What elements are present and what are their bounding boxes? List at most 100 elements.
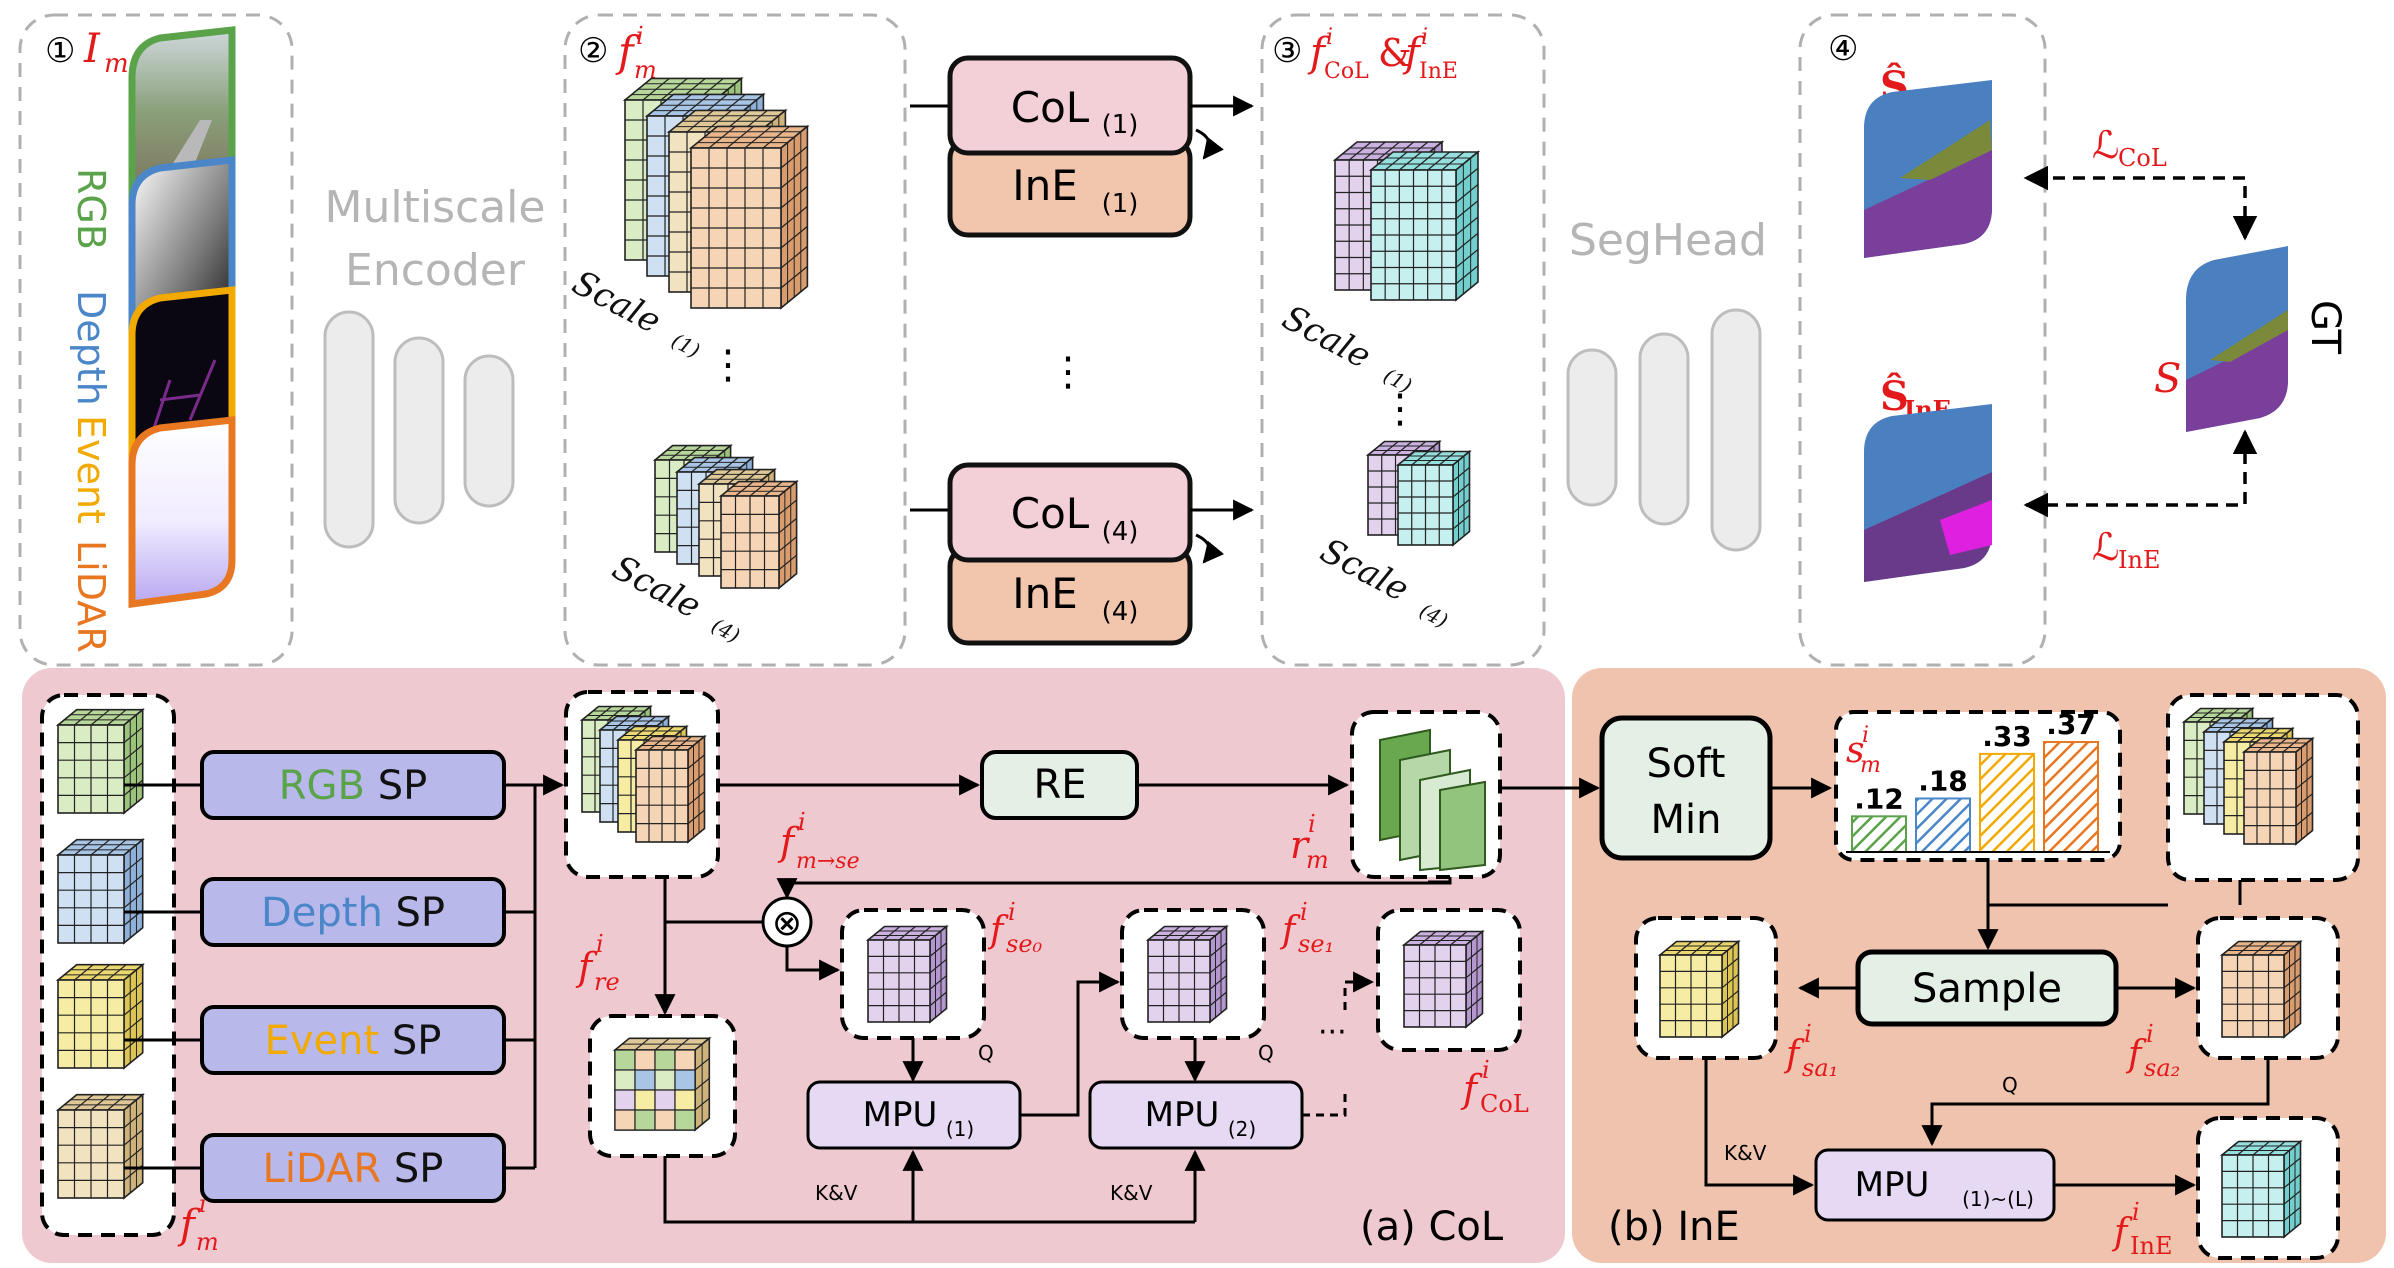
svg-text:(1): (1) <box>946 1117 974 1141</box>
svg-text:(1): (1) <box>668 328 704 362</box>
input-images-box <box>18 13 294 667</box>
score-bar <box>1979 752 2035 854</box>
sp-box-depth <box>200 877 506 947</box>
svg-text:Sample: Sample <box>1912 966 2062 1012</box>
encoder-label-line2: Encoder <box>345 245 526 296</box>
svg-text:Q: Q <box>978 1041 994 1065</box>
encoder-stage-2 <box>393 336 445 525</box>
score-bar-label: .33 <box>1982 720 2032 753</box>
sp-box-rgb <box>200 750 506 820</box>
ine-feature-cubes <box>2181 706 2315 846</box>
sp-box-lidar <box>200 1133 506 1203</box>
svg-text:i: i <box>1804 1020 1812 1048</box>
seghead-stage-1 <box>1566 348 1618 507</box>
s-m-label: s <box>1846 730 1864 771</box>
sp-label-depth: Depth SP <box>261 890 445 936</box>
svg-text:i: i <box>636 22 644 50</box>
refined-features-box <box>1260 13 1546 667</box>
feature-cube-purple <box>865 924 949 1024</box>
svg-text:Q: Q <box>1258 1041 1274 1065</box>
f-se0-cube <box>865 924 949 1024</box>
f-re-cube <box>612 1036 712 1132</box>
feature-cube-green <box>55 708 145 815</box>
score-bar <box>2043 741 2099 853</box>
svg-text:i: i <box>199 1190 207 1218</box>
svg-text:(1)~(L): (1)~(L) <box>1962 1187 2034 1211</box>
svg-text:CoL: CoL <box>1324 59 1369 84</box>
gt-symbol: S <box>2154 356 2181 402</box>
svg-text:K&V: K&V <box>1724 1141 1767 1165</box>
loss-ine-label: ℒ <box>2092 525 2119 569</box>
input-images-label: I <box>83 26 101 72</box>
score-bar-label: .37 <box>2046 708 2096 741</box>
svg-text:sa₂: sa₂ <box>2144 1054 2180 1082</box>
svg-text:i: i <box>1421 25 1428 50</box>
feature-cube-orange <box>2241 736 2315 846</box>
col-block-4 <box>947 462 1193 563</box>
svg-text:(1): (1) <box>1102 110 1139 140</box>
gt-label: GT <box>2302 300 2348 355</box>
feature-cube-orange <box>718 479 799 590</box>
score-bar-label: .12 <box>1854 782 1904 815</box>
encoder-stage-3 <box>463 354 515 508</box>
svg-text:CoL: CoL <box>1011 83 1090 132</box>
seghead-stage-2 <box>1638 332 1690 526</box>
refined-cubes-scale-4 <box>1365 439 1472 547</box>
f-sa2-cube <box>2219 939 2303 1039</box>
ground-truth-image <box>2186 246 2288 432</box>
modality-label-depth: Depth <box>69 290 113 406</box>
feature-cube-orange <box>2219 939 2303 1039</box>
svg-text:se₁: se₁ <box>1298 930 1334 958</box>
svg-text:Soft: Soft <box>1647 741 1726 787</box>
svg-text:Q: Q <box>2002 1073 2018 1097</box>
svg-text:⋮: ⋮ <box>1380 386 1420 432</box>
refined-cubes-scale-1 <box>1332 140 1481 302</box>
f-col-cube <box>1401 929 1485 1029</box>
concat-feature-cubes <box>579 704 707 844</box>
encoder-stage-1 <box>323 310 375 549</box>
svg-text:MPU: MPU <box>1855 1165 1930 1205</box>
vertical-dots-1: ⋮ <box>708 342 748 388</box>
pred-col-image <box>1864 80 1992 258</box>
f-sa1-cube <box>1657 939 1741 1039</box>
reliability-maps <box>1379 728 1486 872</box>
sp-label-lidar: LiDAR SP <box>263 1146 444 1192</box>
svg-text:(4): (4) <box>1416 598 1452 632</box>
ine-caption: (b) InE <box>1608 1204 1740 1250</box>
step1-number: ① <box>45 31 75 71</box>
svg-text:RE: RE <box>1033 762 1086 808</box>
svg-text:sa₁: sa₁ <box>1802 1054 1838 1082</box>
svg-text:i: i <box>1308 810 1316 838</box>
svg-text:InE: InE <box>2130 1232 2172 1260</box>
seghead-label: SegHead <box>1569 215 1767 266</box>
svg-text:i: i <box>1482 1056 1490 1084</box>
svg-text:se₀: se₀ <box>1006 930 1043 958</box>
f-re-cube-body <box>612 1036 712 1132</box>
svg-text:m→se: m→se <box>796 849 860 874</box>
feature-cube-purple <box>1145 924 1229 1024</box>
modality-label-lidar: LiDAR <box>69 540 113 653</box>
loss-col-arrow <box>2023 165 2258 241</box>
svg-text:CoL: CoL <box>1011 489 1090 538</box>
encoder-label-line1: Multiscale <box>325 182 546 233</box>
svg-text:K&V: K&V <box>815 1181 858 1205</box>
svg-text:Min: Min <box>1651 797 1722 843</box>
svg-text:CoL: CoL <box>1480 1090 1529 1118</box>
svg-text:CoL: CoL <box>2118 144 2167 172</box>
svg-text:(4): (4) <box>1102 517 1139 547</box>
feature-cube-cyan <box>1368 150 1481 302</box>
feature-cube-purple <box>1401 929 1485 1029</box>
svg-text:K&V: K&V <box>1110 1181 1153 1205</box>
feature-cube-sand <box>55 1093 145 1200</box>
score-bar-label: .18 <box>1918 764 1968 797</box>
svg-text:m: m <box>1860 753 1881 778</box>
modality-label-rgb: RGB <box>69 168 113 250</box>
feature-cube-orange <box>688 124 810 310</box>
svg-text:(1): (1) <box>1102 189 1139 219</box>
svg-text:MPU: MPU <box>1145 1095 1220 1135</box>
feature-cubes-scale-4 <box>652 443 799 590</box>
svg-text:MPU: MPU <box>863 1095 938 1135</box>
feature-cube-yellow <box>1657 939 1741 1039</box>
step4-number: ④ <box>1828 29 1858 69</box>
r-m-label: r <box>1290 823 1311 867</box>
